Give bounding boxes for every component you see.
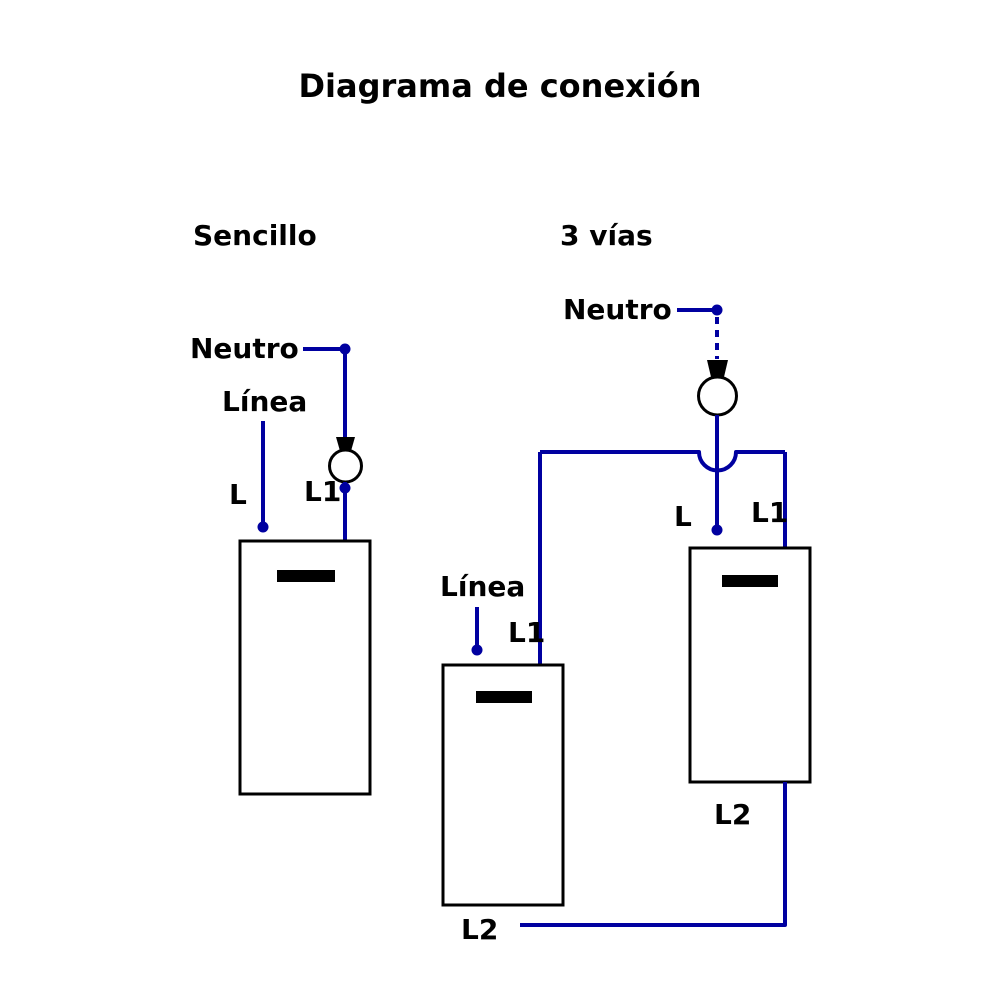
label-linea-sencillo: Línea [222, 385, 308, 418]
label-l1-sencillo: L1 [304, 475, 342, 508]
wire-traveler-top-3vias [540, 450, 785, 473]
label-neutro-sencillo: Neutro [190, 332, 299, 365]
wire-l2-bottom-3vias [520, 782, 787, 927]
section-label-sencillo: Sencillo [193, 219, 317, 252]
wire-neutro-sencillo [303, 347, 347, 438]
rocker-left-3vias [476, 691, 532, 703]
label-l1-left-switch: L1 [508, 616, 546, 649]
page-title: Diagrama de conexión [298, 67, 702, 105]
label-l2-left-switch: L2 [461, 913, 499, 946]
rocker-right-3vias [722, 575, 778, 587]
label-l1-right-switch: L1 [751, 496, 789, 529]
junction-dot-l-3vias [711, 524, 723, 536]
label-l-right-switch: L [674, 500, 692, 533]
junction-dot-l1-sencillo [339, 482, 351, 494]
label-l-sencillo: L [229, 478, 247, 511]
junction-dot-neutro-sencillo [339, 343, 351, 355]
bulb-base-3vias [707, 360, 728, 377]
switch-body-left-3vias [441, 663, 565, 907]
bulb-3vias [697, 375, 738, 417]
bulb-base-sencillo [336, 437, 355, 451]
junction-dot-linea-3vias [471, 644, 483, 656]
label-neutro-3vias: Neutro [563, 293, 672, 326]
section-label-3vias: 3 vías [560, 219, 653, 252]
rocker-sencillo [277, 570, 335, 582]
junction-dot-neutro-3vias [711, 304, 723, 316]
junction-dot-linea-sencillo [257, 521, 269, 533]
label-l2-right-switch: L2 [714, 798, 752, 831]
label-linea-3vias: Línea [440, 570, 526, 603]
switch-body-sencillo [238, 539, 372, 796]
